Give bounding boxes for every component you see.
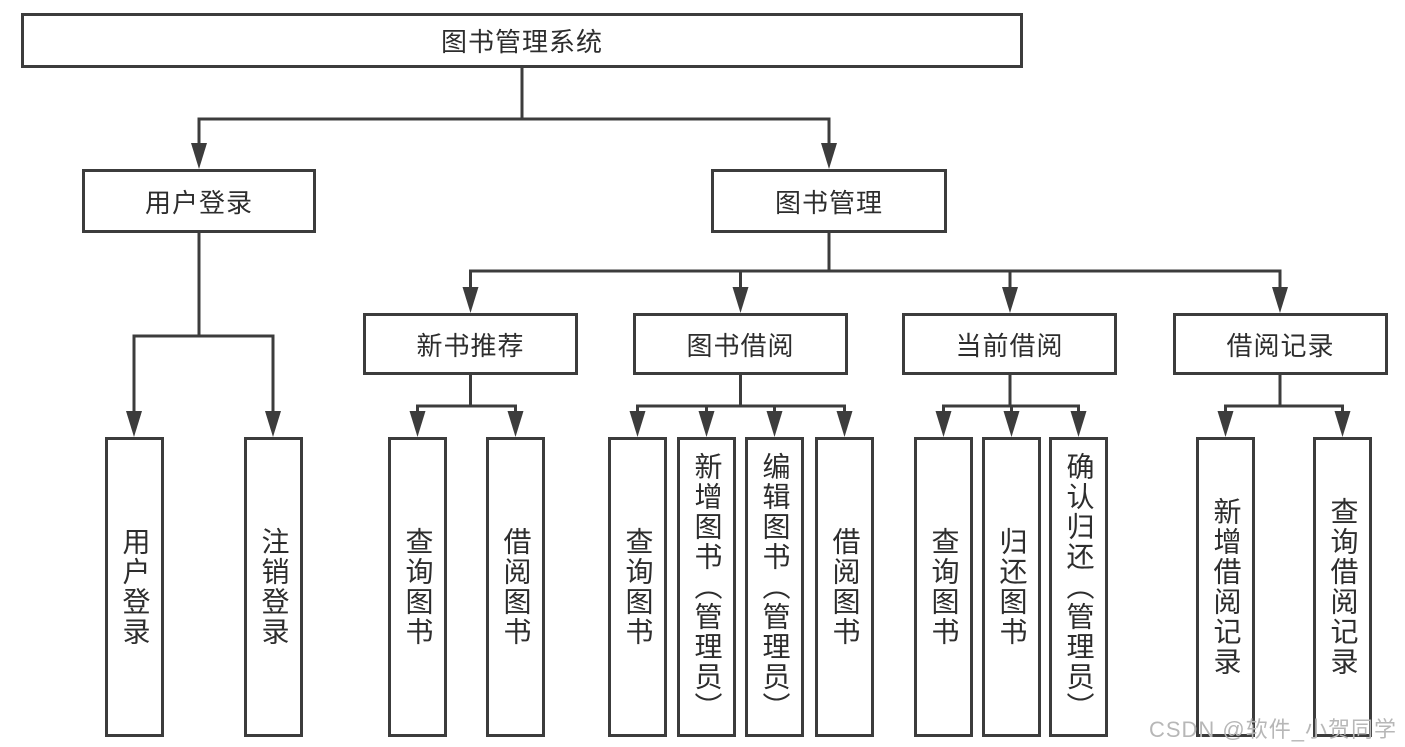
node-user-login-leaf: 用户登录 xyxy=(105,437,164,737)
book-management-branch-connector xyxy=(469,233,1282,300)
node-book-borrowing: 图书借阅 xyxy=(633,313,848,375)
node-label: 归还图书 xyxy=(996,527,1028,647)
node-query-borrow-record: 查询借阅记录 xyxy=(1313,437,1372,737)
node-query-books-borrowing: 查询图书 xyxy=(608,437,667,737)
current-borrowing-branch-connector xyxy=(942,375,1080,424)
node-query-books-recommend: 查询图书 xyxy=(388,437,447,737)
book-borrowing-branch-connector xyxy=(636,375,846,424)
node-current-borrowing: 当前借阅 xyxy=(902,313,1117,375)
node-borrow-books-borrowing: 借阅图书 xyxy=(815,437,874,737)
node-user-login: 用户登录 xyxy=(82,169,316,233)
node-label: 查询图书 xyxy=(622,527,654,647)
node-edit-books-admin: 编辑图书（管理员） xyxy=(745,437,804,737)
node-label: 查询图书 xyxy=(928,527,960,647)
node-new-book-recommendation: 新书推荐 xyxy=(363,313,578,375)
node-borrow-books-recommend: 借阅图书 xyxy=(486,437,545,737)
node-label: 查询图书 xyxy=(402,527,434,647)
node-confirm-return-admin: 确认归还（管理员） xyxy=(1049,437,1108,737)
node-label: 新增图书（管理员） xyxy=(691,452,723,722)
node-book-management: 图书管理 xyxy=(711,169,947,233)
node-label: 查询借阅记录 xyxy=(1327,497,1359,677)
node-label: 确认归还（管理员） xyxy=(1063,452,1095,722)
node-query-books-current: 查询图书 xyxy=(914,437,973,737)
node-label: 用户登录 xyxy=(119,527,151,647)
node-label: 新增借阅记录 xyxy=(1210,497,1242,677)
node-label: 注销登录 xyxy=(258,527,290,647)
node-logout: 注销登录 xyxy=(244,437,303,737)
new-book-branch-connector xyxy=(416,375,517,424)
node-add-books-admin: 新增图书（管理员） xyxy=(677,437,736,737)
node-label: 编辑图书（管理员） xyxy=(759,452,791,722)
borrowing-records-branch-connector xyxy=(1224,375,1344,424)
watermark-text: CSDN @软件_小贺同学 xyxy=(1148,717,1397,742)
node-library-management-system: 图书管理系统 xyxy=(21,13,1023,68)
node-borrowing-records: 借阅记录 xyxy=(1173,313,1388,375)
trunk-connector xyxy=(197,68,831,150)
node-add-borrow-record: 新增借阅记录 xyxy=(1196,437,1255,737)
node-label: 借阅图书 xyxy=(500,527,532,647)
user-login-branch-connector xyxy=(132,233,275,424)
node-return-books: 归还图书 xyxy=(982,437,1041,737)
node-label: 借阅图书 xyxy=(829,527,861,647)
